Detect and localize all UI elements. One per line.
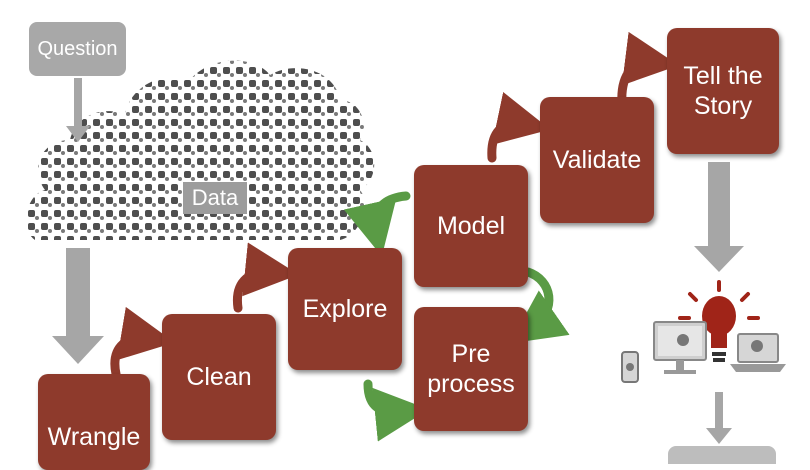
monitor-icon: [653, 321, 707, 374]
question-label: Question: [37, 37, 118, 60]
clean-label: Clean: [186, 363, 252, 391]
tell-story-label: Tell the Story: [683, 62, 763, 120]
clean-box: Clean: [162, 314, 276, 440]
model-label: Model: [436, 212, 506, 240]
laptop-icon: [730, 333, 786, 372]
preprocess-label: Pre process: [427, 340, 515, 398]
wrangle-box: Wrangle: [38, 374, 150, 470]
gear-icon: [626, 334, 763, 371]
preprocess-box: Pre process: [414, 307, 528, 431]
model-box: Model: [414, 165, 528, 287]
explore-label: Explore: [302, 295, 388, 323]
forward-arrows: [110, 31, 679, 379]
validate-label: Validate: [552, 146, 642, 174]
lightbulb-icon: [678, 280, 760, 362]
grey-arrows: [52, 78, 744, 444]
tell-story-box: Tell the Story: [667, 28, 779, 154]
data-label: Data: [183, 182, 247, 214]
data-cloud-icon: [26, 60, 375, 240]
wrangle-label: Wrangle: [47, 423, 141, 451]
validate-box: Validate: [540, 97, 654, 223]
question-box: Question: [29, 22, 126, 76]
next-step-box: [668, 446, 776, 464]
explore-box: Explore: [288, 248, 402, 370]
loop-arrows: [343, 191, 570, 442]
